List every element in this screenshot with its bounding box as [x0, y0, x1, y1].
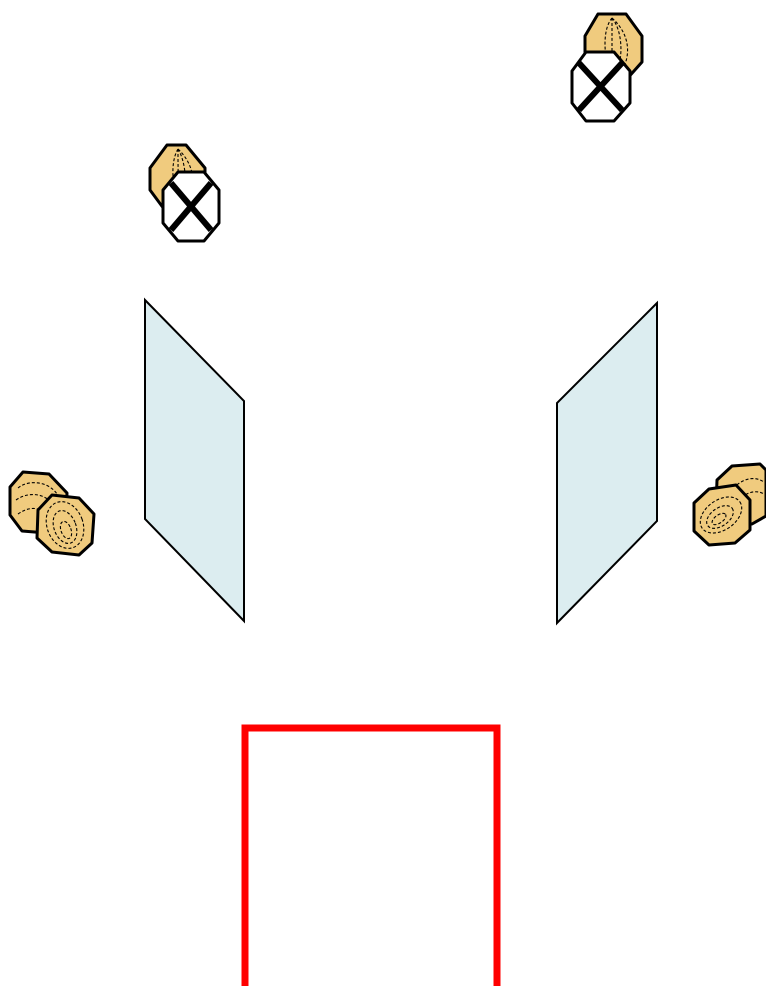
stone-pair-middle-right: [694, 464, 766, 545]
stone-pair-upper-right: [572, 14, 642, 121]
stone-pair-upper-left: [150, 145, 219, 241]
stone-front: [694, 485, 750, 545]
right-slanted-panel: [557, 303, 657, 623]
red-frame: [245, 728, 497, 986]
left-slanted-panel: [145, 300, 244, 621]
stone-marked: [572, 52, 630, 121]
stone-marked: [163, 172, 219, 241]
stone-pair-middle-left: [10, 472, 94, 555]
stone-front: [37, 495, 94, 555]
